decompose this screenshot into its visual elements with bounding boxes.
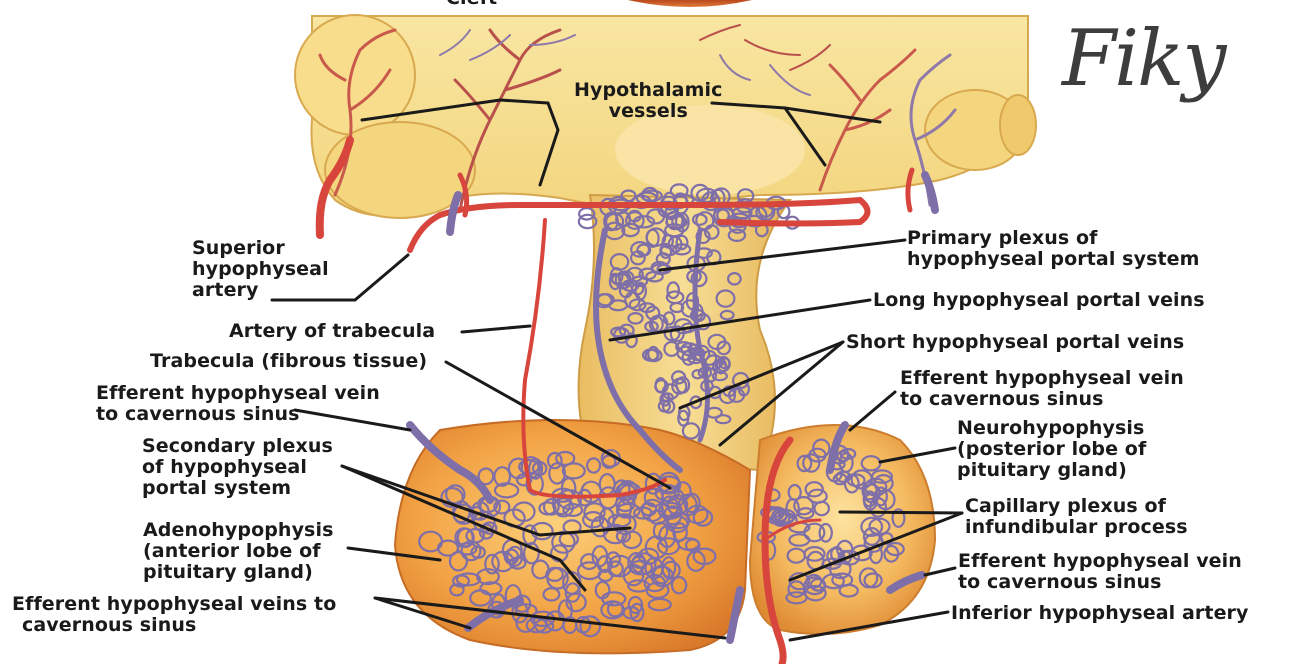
label-adenohypophysis: Adenohypophysis (anterior lobe of pituit… [143,520,333,583]
cleft-region [628,0,752,7]
label-long-portal-veins: Long hypophyseal portal veins [873,290,1205,311]
label-inferior-hypophyseal-artery: Inferior hypophyseal artery [951,603,1249,624]
label-efferent-vein-right-bottom: Efferent hypophyseal vein to cavernous s… [958,551,1242,593]
label-neurohypophysis: Neurohypophysis (posterior lobe of pitui… [957,418,1146,481]
label-secondary-plexus: Secondary plexus of hypophyseal portal s… [142,436,333,499]
right-nub [1000,95,1036,155]
label-efferent-veins-bottom-left: Efferent hypophyseal veins to cavernous … [12,594,336,636]
label-trabecula: Trabecula (fibrous tissue) [150,351,427,372]
label-efferent-vein-right-top: Efferent hypophyseal vein to cavernous s… [900,368,1184,410]
left-lobe [295,15,415,135]
label-short-portal-veins: Short hypophyseal portal veins [846,332,1184,353]
label-capillary-plexus: Capillary plexus of infundibular process [965,496,1188,538]
label-superior-hypophyseal-artery: Superior hypophyseal artery [192,238,329,301]
leader-efferent-right-top [850,392,895,430]
leader-artery-trabecula [462,326,530,332]
label-artery-of-trabecula: Artery of trabecula [229,321,435,342]
label-hypothalamic-vessels: Hypothalamic vessels [574,80,722,122]
label-cleft: Cleft [446,0,497,9]
label-primary-plexus: Primary plexus of hypophyseal portal sys… [907,228,1200,270]
label-efferent-vein-left-top: Efferent hypophyseal vein to cavernous s… [96,383,380,425]
signature: Fiky [1062,14,1224,104]
leader-capillary-1 [840,512,962,513]
